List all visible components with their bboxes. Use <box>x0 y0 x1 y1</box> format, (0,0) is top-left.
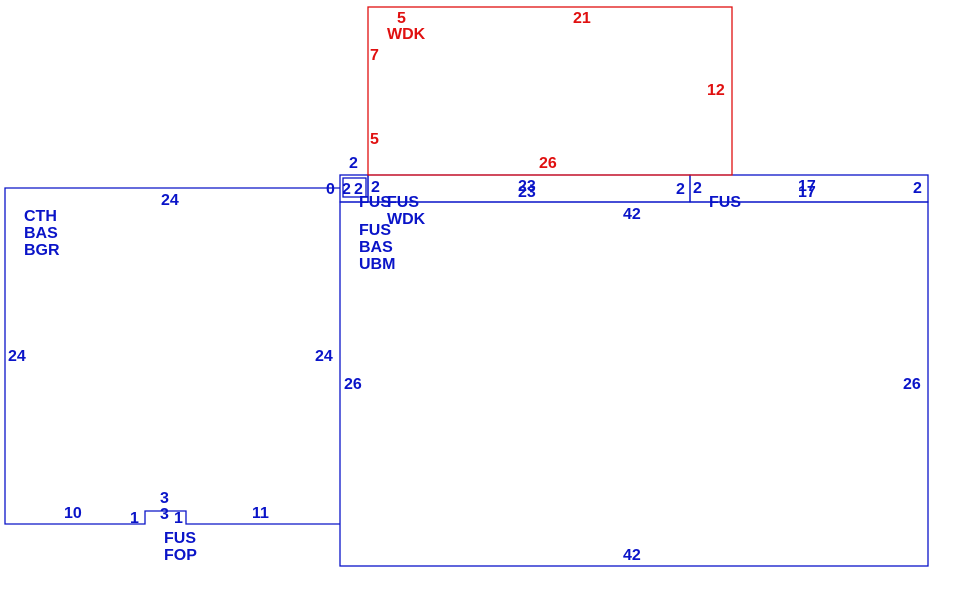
strip-middle-code-3: WDK <box>387 211 426 228</box>
red-area-dim-top-left: 5 <box>397 10 406 27</box>
bump-dim-top-outer: 3 <box>160 490 169 507</box>
left-area-dim-bottom-right: 11 <box>252 505 269 522</box>
left-area-dim-top: 24 <box>161 192 179 209</box>
red-area-dim-left-lower: 5 <box>370 131 379 148</box>
red-area: 5 21 7 5 12 26 WDK <box>367 6 733 176</box>
small-rect-dim-top: 2 <box>349 155 358 172</box>
bump-code-2: FOP <box>164 547 197 564</box>
left-area: CTH BAS BGR 24 24 24 10 11 <box>4 187 340 525</box>
strip-right-dim-bottom: 17 <box>798 184 816 201</box>
strip-right-dim-left: 2 <box>693 180 702 197</box>
bump-code-1: FUS <box>164 530 196 547</box>
main-area-outline <box>339 201 929 567</box>
bump-dim-left: 1 <box>130 510 139 527</box>
red-area-dim-top: 21 <box>573 10 591 27</box>
left-area-dim-bottom-left: 10 <box>64 505 82 522</box>
bump: 3 3 1 1 FUS FOP <box>130 490 197 564</box>
main-area-code-3: UBM <box>359 256 395 273</box>
small-rect-dim-left: 2 <box>354 181 363 198</box>
left-area-code-2: BAS <box>24 225 58 242</box>
left-area-code-3: BGR <box>24 242 60 259</box>
red-area-dim-left-upper: 7 <box>370 47 379 64</box>
red-area-code-1: WDK <box>387 26 426 43</box>
strip-middle-dim-top: 23 <box>518 178 536 195</box>
red-area-dim-bottom: 26 <box>539 155 557 172</box>
main-area-code-1: FUS <box>359 222 391 239</box>
left-area-dim-right: 24 <box>315 348 333 365</box>
strip-middle-dim-bottom: 23 <box>518 184 536 201</box>
strip-middle-dim-left: 2 <box>371 179 380 196</box>
tiny-rect <box>342 177 367 198</box>
main-area-dim-bottom: 42 <box>623 547 641 564</box>
main-area: 42 42 26 26 FUS BAS UBM <box>339 201 929 567</box>
red-area-dim-right: 12 <box>707 82 725 99</box>
left-area-outline <box>4 187 340 525</box>
left-area-dim-left: 24 <box>8 348 26 365</box>
tiny-rect-dim-left: 0 <box>326 181 335 198</box>
red-area-outline <box>367 6 733 176</box>
strip-right-dim-right: 2 <box>913 180 922 197</box>
junction-rects: 0 2 2 2 <box>326 155 369 203</box>
bump-dim-right: 1 <box>174 510 183 527</box>
tiny-rect-dim-right: 2 <box>342 181 351 198</box>
strip-right-dim-top: 17 <box>798 178 816 195</box>
strip-middle-dim-right: 2 <box>676 181 685 198</box>
main-area-code-2: BAS <box>359 239 393 256</box>
left-area-code-1: CTH <box>24 208 57 225</box>
strip-right: 17 17 2 2 FUS <box>689 174 929 211</box>
bump-dim-top-inner: 3 <box>160 506 169 523</box>
main-area-dim-left: 26 <box>344 376 362 393</box>
main-area-dim-right: 26 <box>903 376 921 393</box>
main-area-dim-top: 42 <box>623 206 641 223</box>
